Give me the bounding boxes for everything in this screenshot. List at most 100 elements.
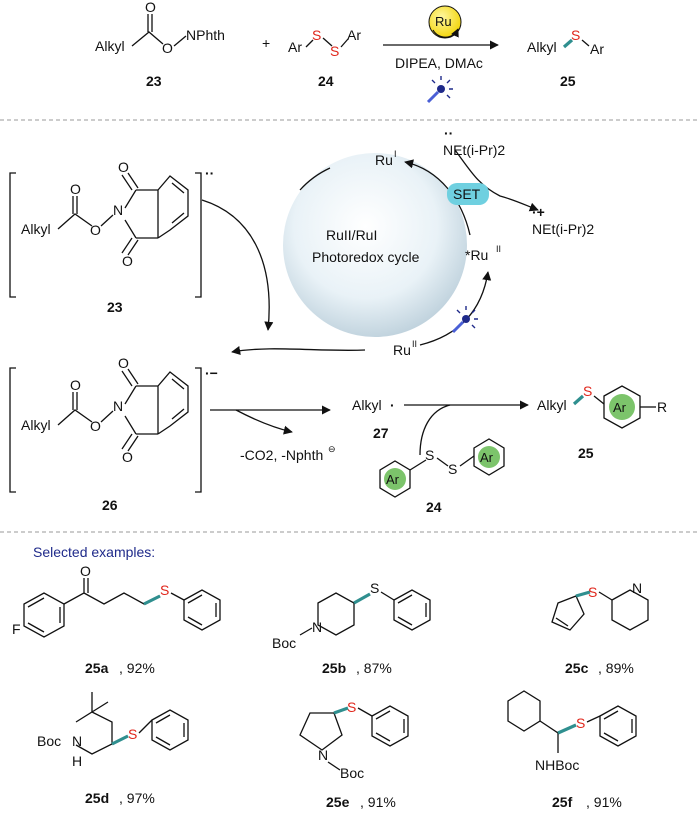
amine-lone-pair: ·· [444, 125, 453, 141]
cyclopentene-double-bond [555, 617, 569, 627]
product-ar-text: Ar [590, 41, 604, 57]
yield-25e: , 91% [360, 794, 396, 810]
ar-text-left: Ar [386, 472, 400, 487]
phenyl-double-bonds-25d [155, 714, 185, 746]
label-25: 25 [560, 73, 576, 89]
aryl-circle-right [478, 446, 500, 468]
byproduct-anion-sign: ⊖ [328, 444, 336, 454]
amine-text: NEt(i-Pr)2 [443, 142, 505, 158]
product-s-text: S [571, 27, 580, 43]
o-n-bond-26 [100, 410, 114, 423]
byproduct-branch-arrow [235, 409, 293, 435]
arrow-23-to-26 [201, 199, 274, 331]
bond-25b [353, 592, 371, 605]
arrow-amine-oxidation [454, 149, 539, 212]
n-text-25c: N [632, 580, 642, 596]
radical-anion-dots-23: ·· [205, 165, 214, 181]
label-24: 24 [318, 73, 334, 89]
carbonyl-23 [72, 196, 78, 214]
product-s-ar-bond-mech [593, 395, 605, 405]
s-text-mech-right: S [448, 461, 457, 477]
s-text-25e: S [347, 699, 356, 715]
boc-text-25d: Boc [37, 733, 61, 749]
cyclohexyl-ch-bonds [539, 720, 559, 753]
plus-sign: + [262, 35, 270, 51]
phenyl-ring-25a [183, 589, 221, 631]
yield-25c: , 89% [598, 660, 634, 676]
ru-i-label: Ru [375, 152, 393, 168]
disulfide-ar-left: Ar [288, 39, 302, 55]
example-25c: S N 25c , 89% [551, 580, 649, 676]
o-text-23c: O [118, 159, 129, 175]
phthalimide-ring-23 [124, 175, 189, 239]
catalyst-text: Ru [435, 14, 452, 29]
nh-n-text-25d: N [72, 733, 82, 749]
reagent-alkyl-text: Alkyl [95, 38, 125, 54]
s-ph-bond-25b [380, 591, 395, 601]
amine-radical-text: NEt(i-Pr)2 [532, 221, 594, 237]
boc-text-25e: Boc [340, 765, 364, 781]
light-bulb-icon-cycle [451, 306, 478, 334]
n-text-26: N [113, 398, 123, 414]
s-ph-bond-25d [138, 719, 153, 734]
disulfide-feed-curve [419, 404, 451, 456]
pyrrolidine-ring [299, 712, 343, 751]
nh-h-text-25d: H [72, 753, 82, 769]
phenyl-double-bonds-25b [397, 594, 427, 626]
example-25a: F O S 25a , 92% [12, 563, 221, 676]
carbonyl-26 [72, 392, 78, 410]
bracket-right-23 [195, 172, 202, 298]
disulfide-s-right: S [330, 43, 339, 59]
o-text-23a: O [70, 181, 81, 197]
phenyl-ring-25f [599, 705, 637, 747]
ru-i-sup: I [394, 149, 397, 159]
ester-bonds-26 [57, 409, 93, 426]
byproducts-text: -CO2, -Nphth [240, 447, 323, 463]
yield-25f: , 91% [586, 794, 622, 810]
label-26: 26 [102, 497, 118, 513]
aryl-ring-right [473, 438, 505, 476]
aryl-circle-left [384, 468, 406, 490]
s-ar-bond-right [340, 38, 349, 48]
o-text-23d: O [122, 253, 133, 269]
ru-ii-label: Ru [393, 342, 411, 358]
conditions-text: DIPEA, DMAc [395, 55, 483, 71]
s-ph-bond-25e [357, 707, 373, 717]
fluoro-text: F [12, 621, 21, 637]
n-boc-bond-25e [327, 761, 341, 771]
ketone-o-text: O [80, 563, 91, 579]
amine-radical-cation-mark: ·+ [532, 204, 545, 220]
label-27: 27 [373, 425, 389, 441]
product-r-text: R [657, 399, 667, 415]
id-25b: 25b [322, 660, 346, 676]
isopropyl-bonds [91, 692, 109, 713]
o-text-26a: O [70, 377, 81, 393]
product-s-ar-bond [581, 39, 590, 47]
product-aryl-circle [609, 394, 635, 420]
product-ar-text: Ar [613, 400, 627, 415]
s-text-25c: S [588, 584, 597, 600]
ru-ii-sup: II [412, 339, 417, 349]
n-text-25b: N [312, 619, 322, 635]
fluoroaryl-double-bonds [27, 597, 61, 633]
id-25e: 25e [326, 794, 350, 810]
carbonyl-bond [147, 14, 153, 32]
s-text-25d: S [128, 726, 137, 742]
selected-examples: Selected examples: F O S 25a , 92% S N [12, 544, 649, 810]
imide-co-top-23 [121, 172, 139, 191]
o-text-26c: O [118, 355, 129, 371]
product-c-s-bond-mech [572, 394, 585, 406]
n-text-23: N [113, 202, 123, 218]
cycle-subtitle: Photoredox cycle [312, 249, 420, 265]
ester-bonds-23 [57, 213, 93, 230]
bond-25d [111, 734, 129, 746]
bracket-left-23 [9, 172, 16, 298]
example-25f: S NHBoc 25f , 91% [507, 690, 637, 810]
imide-co-bottom-23 [121, 237, 139, 256]
s-text-25b: S [370, 580, 379, 596]
fluoroaryl-ring [23, 592, 65, 638]
butanone-chain [63, 578, 161, 605]
piperidine-ring [317, 592, 355, 636]
example-25b: S N Boc 25b , 87% [272, 580, 431, 676]
